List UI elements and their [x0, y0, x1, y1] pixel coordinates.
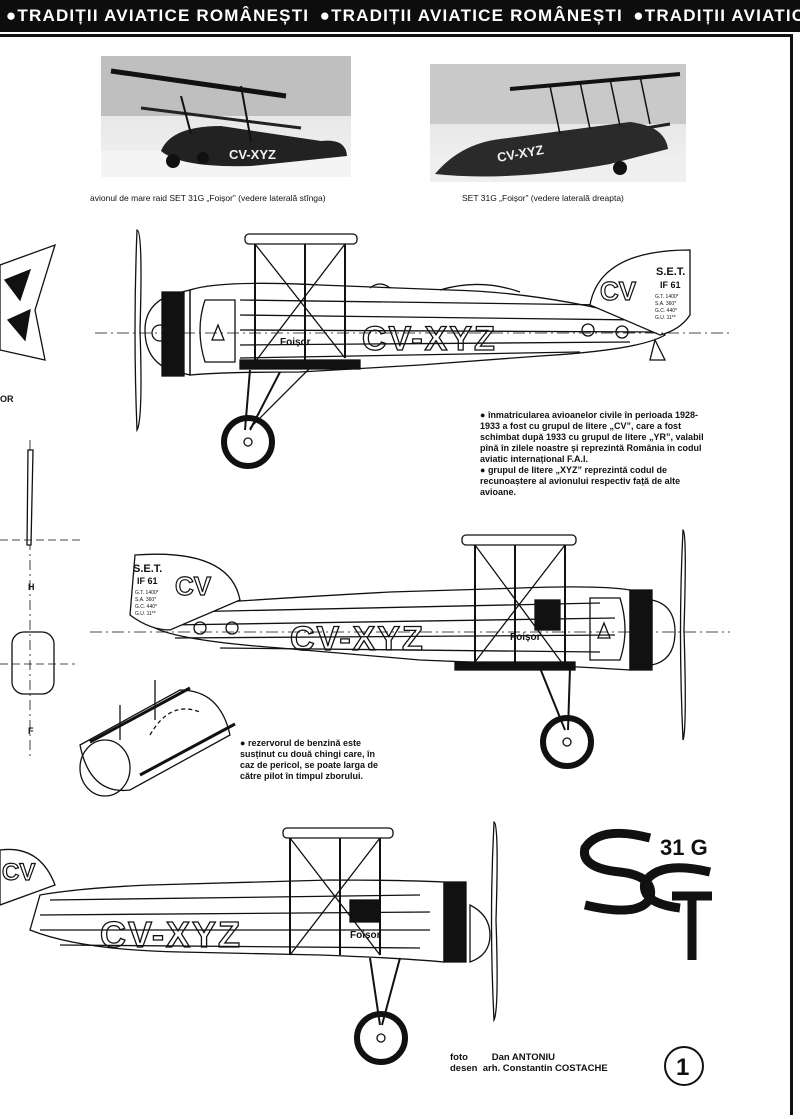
side-view-left-drawing: [95, 229, 730, 469]
fuselage-name-bottom: Foișor: [350, 930, 381, 941]
fuselage-name-middle: Foișor: [510, 632, 541, 643]
logo-model-label: 31 G: [660, 835, 708, 860]
tail-data-middle-3: G.C. 440*: [135, 604, 157, 610]
banner-title-3: TRADIȚII AVIATICE: [644, 6, 800, 25]
tail-code-bottom: CV: [2, 859, 35, 886]
tail-code-top: CV: [600, 276, 637, 306]
banner-title-1: TRADIȚII AVIATICE ROMÂNEȘTI: [17, 6, 310, 25]
biplane-photo-right-image: CV-XYZ: [430, 64, 686, 182]
tail-data-top-1: G.T. 1400*: [655, 294, 679, 300]
tail-data-middle-4: G.U. 11**: [135, 611, 156, 617]
tail-code-middle: CV: [175, 571, 212, 601]
registration-note-item-1: ● înmatricularea avioanelor civile în pe…: [480, 410, 704, 464]
left-label-f: F: [28, 726, 34, 736]
page-number: 1: [676, 1054, 689, 1081]
header-banner: ● TRADIȚII AVIATICE ROMÂNEȘTI ● TRADIȚII…: [0, 0, 800, 32]
tank-note: ● rezervorul de benzină este susținut cu…: [240, 738, 379, 781]
registration-note-item-2: ● grupul de litere „XYZ” reprezintă codu…: [480, 465, 681, 497]
photo-left-caption: avionul de mare raid SET 31G „Foișor” (v…: [90, 193, 326, 203]
credit-foto-label: foto: [450, 1052, 468, 1063]
fuselage-registration-middle: CV-XYZ: [290, 620, 425, 658]
credits: foto Dan ANTONIU desen arh. Constantin C…: [450, 1052, 608, 1074]
tail-model-top: IF 61: [660, 280, 681, 290]
page-number-circle: [664, 1046, 704, 1086]
photo-right-caption: SET 31G „Foișor” (vedere laterală dreapt…: [462, 193, 624, 203]
set-logo: [579, 828, 712, 960]
fuselage-registration-bottom: CV-XYZ: [100, 914, 242, 955]
fuselage-registration-top: CV-XYZ: [362, 320, 497, 358]
tail-data-middle-2: S.A. 360*: [135, 597, 156, 603]
tail-data-middle-1: G.T. 1400*: [135, 590, 159, 596]
photo-right-view: CV-XYZ: [430, 64, 686, 182]
credit-foto-name: Dan ANTONIU: [491, 1052, 556, 1063]
photo-left-registration: CV-XYZ: [229, 147, 276, 162]
registration-note: ● înmatricularea avioanelor civile în pe…: [480, 410, 706, 498]
tail-model-middle: IF 61: [137, 576, 158, 586]
biplane-photo-left-image: CV-XYZ: [101, 56, 351, 177]
tail-data-top-2: S.A. 360*: [655, 301, 676, 307]
fuel-tank-detail-drawing: [79, 680, 236, 797]
credit-desen-name: arh. Constantin COSTACHE: [482, 1063, 608, 1074]
tail-data-top-4: G.U. 11**: [655, 315, 676, 321]
tail-maker-middle: S.E.T.: [133, 563, 162, 575]
page-frame: [0, 34, 793, 1115]
side-view-right-drawing: [90, 529, 730, 769]
left-edge-detail-drawings: [0, 243, 80, 760]
side-view-bottom-drawing: [0, 821, 498, 1065]
tail-data-top-3: G.C. 440*: [655, 308, 677, 314]
banner-title-2: TRADIȚII AVIATICE ROMÂNEȘTI: [331, 6, 623, 25]
credit-desen-label: desen: [450, 1063, 478, 1074]
photo-left-view: CV-XYZ: [101, 56, 351, 177]
tail-maker-top: S.E.T.: [656, 266, 685, 278]
left-label-or: OR: [0, 394, 14, 404]
fuselage-name-top: Foișor: [280, 337, 311, 348]
left-label-h: H: [28, 582, 35, 592]
